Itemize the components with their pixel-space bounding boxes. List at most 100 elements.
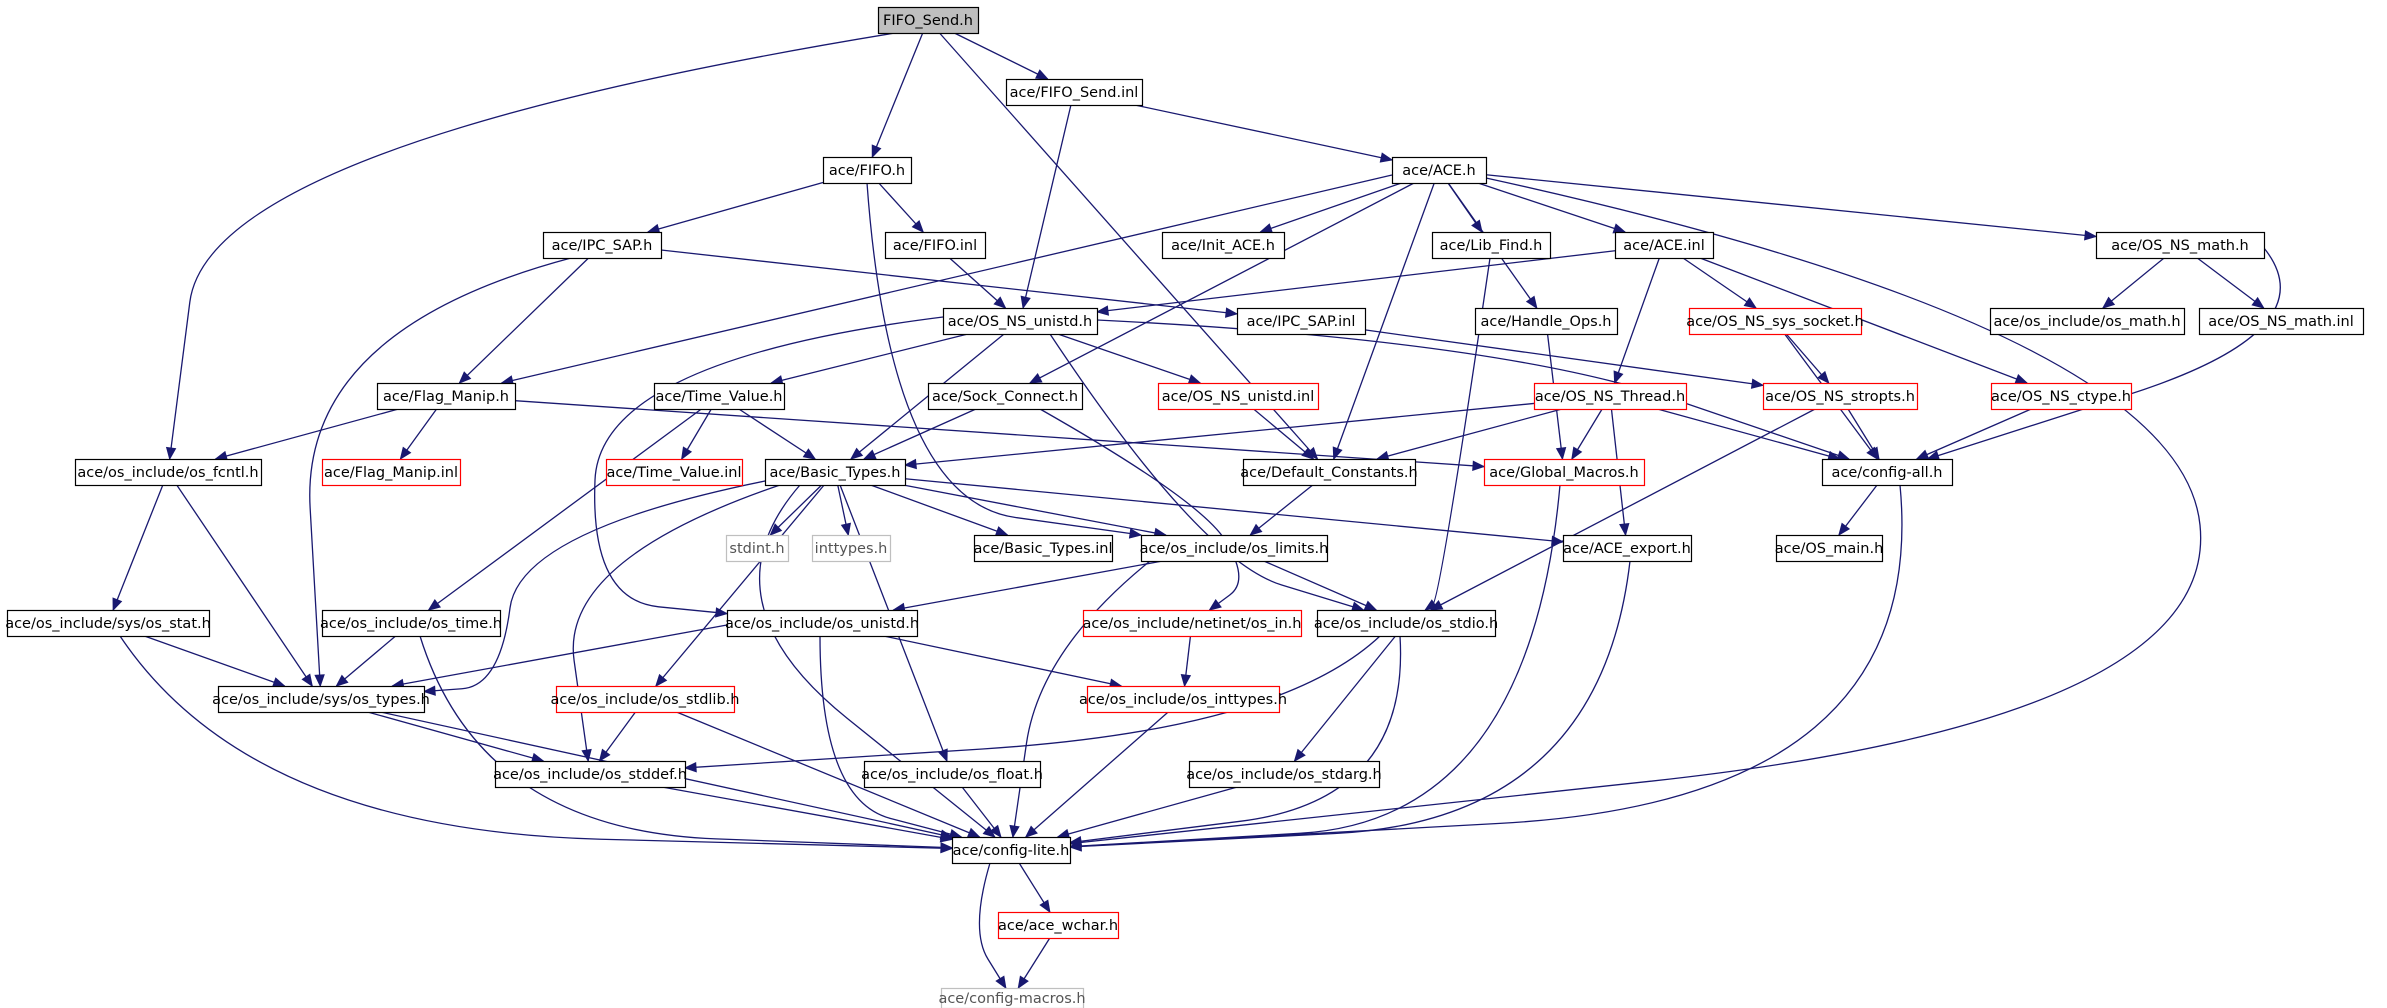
node-label[interactable]: ace/os_include/os_stdlib.h (551, 692, 740, 708)
node-lib-find-h[interactable]: ace/Lib_Find.h (1431, 231, 1552, 260)
node-label[interactable]: ace/os_include/os_float.h (861, 767, 1043, 783)
node-fifo-send-h[interactable]: FIFO_Send.h (877, 6, 980, 35)
node-label[interactable]: ace/OS_NS_unistd.h (948, 314, 1092, 330)
node-label[interactable]: ace/os_include/os_math.h (1993, 314, 2180, 330)
node-os-float-h[interactable]: ace/os_include/os_float.h (861, 760, 1043, 789)
node-box[interactable] (1188, 760, 1381, 789)
node-ace-h[interactable]: ace/ACE.h (1391, 156, 1488, 185)
node-stdint-h[interactable]: stdint.h (725, 534, 790, 563)
node-label[interactable]: ace/Global_Macros.h (1489, 465, 1638, 481)
node-box[interactable] (822, 156, 913, 185)
node-box[interactable] (321, 609, 502, 638)
node-label[interactable]: ace/OS_NS_math.inl (2208, 314, 2354, 330)
node-box[interactable] (1161, 231, 1286, 260)
node-box[interactable] (1562, 534, 1693, 563)
node-label[interactable]: ace/config-lite.h (953, 843, 1070, 859)
node-ace-wchar-h[interactable]: ace/ace_wchar.h (997, 911, 1120, 940)
node-label[interactable]: ace/IPC_SAP.inl (1247, 314, 1356, 330)
node-global-macros-h[interactable]: ace/Global_Macros.h (1483, 458, 1646, 487)
node-handle-ops-h[interactable]: ace/Handle_Ops.h (1474, 307, 1619, 336)
node-label[interactable]: ace/OS_NS_math.h (2111, 238, 2249, 254)
node-flag-manip-h[interactable]: ace/Flag_Manip.h (376, 382, 517, 411)
node-box[interactable] (942, 307, 1099, 336)
node-flag-manip-inl[interactable]: ace/Flag_Manip.inl (321, 458, 462, 487)
node-time-value-h[interactable]: ace/Time_Value.h (653, 382, 786, 411)
node-box[interactable] (1157, 382, 1320, 411)
node-fifo-h[interactable]: ace/FIFO.h (822, 156, 913, 185)
node-box[interactable] (877, 6, 980, 35)
node-time-value-inl[interactable]: ace/Time_Value.inl (605, 458, 744, 487)
node-sys-os-stat-h[interactable]: ace/os_include/sys/os_stat.h (5, 609, 211, 638)
node-init-ace-h[interactable]: ace/Init_ACE.h (1161, 231, 1286, 260)
node-os-stddef-h[interactable]: ace/os_include/os_stddef.h (493, 760, 687, 789)
node-os-ns-unistd-inl[interactable]: ace/OS_NS_unistd.inl (1157, 382, 1320, 411)
node-os-ns-stropts-h[interactable]: ace/OS_NS_stropts.h (1762, 382, 1919, 411)
node-ace-inl[interactable]: ace/ACE.inl (1614, 231, 1715, 260)
node-box[interactable] (542, 231, 663, 260)
node-os-stdarg-h[interactable]: ace/os_include/os_stdarg.h (1186, 760, 1382, 789)
node-label[interactable]: ace/Sock_Connect.h (932, 389, 1078, 405)
node-os-stdio-h[interactable]: ace/os_include/os_stdio.h (1314, 609, 1498, 638)
node-box[interactable] (1775, 534, 1884, 563)
node-label[interactable]: ace/OS_main.h (1775, 541, 1884, 557)
node-box[interactable] (951, 836, 1072, 865)
node-box[interactable] (973, 534, 1114, 563)
node-box[interactable] (1082, 609, 1303, 638)
node-label[interactable]: ace/ACE_export.h (1563, 541, 1691, 557)
node-box[interactable] (6, 609, 211, 638)
node-label[interactable]: ace/OS_NS_ctype.h (1991, 389, 2131, 405)
node-box[interactable] (1140, 534, 1329, 563)
node-box[interactable] (1316, 609, 1497, 638)
node-sys-os-types-h[interactable]: ace/os_include/sys/os_types.h (212, 685, 430, 714)
node-default-constants-h[interactable]: ace/Default_Constants.h (1240, 458, 1418, 487)
node-ipc-sap-inl[interactable]: ace/IPC_SAP.inl (1236, 307, 1367, 336)
node-label[interactable]: inttypes.h (815, 541, 888, 557)
node-label[interactable]: ace/os_include/sys/os_stat.h (5, 616, 211, 632)
node-inttypes-h[interactable]: inttypes.h (811, 534, 892, 563)
node-os-ns-thread-h[interactable]: ace/OS_NS_Thread.h (1533, 382, 1688, 411)
node-box[interactable] (1086, 685, 1281, 714)
node-label[interactable]: ace/Flag_Manip.h (383, 389, 509, 405)
node-label[interactable]: ace/Handle_Ops.h (1480, 314, 1611, 330)
node-os-main-h[interactable]: ace/OS_main.h (1775, 534, 1884, 563)
node-box[interactable] (997, 911, 1120, 940)
node-label[interactable]: ace/OS_NS_unistd.inl (1162, 389, 1315, 405)
node-basic-types-h[interactable]: ace/Basic_Types.h (764, 458, 907, 487)
node-label[interactable]: ace/Init_ACE.h (1171, 238, 1275, 254)
node-os-ns-ctype-h[interactable]: ace/OS_NS_ctype.h (1990, 382, 2133, 411)
node-fifo-send-inl[interactable]: ace/FIFO_Send.inl (1005, 78, 1144, 107)
node-box[interactable] (884, 231, 987, 260)
node-label[interactable]: ace/ACE.h (1402, 163, 1475, 179)
node-box[interactable] (1242, 458, 1417, 487)
node-label[interactable]: ace/os_include/os_stdio.h (1314, 616, 1498, 632)
node-os-inttypes-h[interactable]: ace/os_include/os_inttypes.h (1079, 685, 1287, 714)
node-config-macros-h[interactable]: ace/config-macros.h (938, 987, 1086, 1008)
node-label[interactable]: FIFO_Send.h (883, 13, 973, 29)
node-box[interactable] (74, 458, 263, 487)
node-box[interactable] (2198, 307, 2365, 336)
node-box[interactable] (863, 760, 1042, 789)
node-box[interactable] (217, 685, 426, 714)
node-box[interactable] (1990, 382, 2133, 411)
node-label[interactable]: ace/Time_Value.h (655, 389, 782, 405)
node-os-include-os-math-h[interactable]: ace/os_include/os_math.h (1989, 307, 2186, 336)
node-label[interactable]: ace/FIFO.inl (893, 238, 977, 254)
node-os-ns-unistd-h[interactable]: ace/OS_NS_unistd.h (942, 307, 1099, 336)
node-label[interactable]: ace/ACE.inl (1623, 238, 1704, 254)
node-label[interactable]: ace/config-all.h (1831, 465, 1942, 481)
node-label[interactable]: ace/os_include/os_fcntl.h (77, 465, 258, 481)
node-fifo-inl[interactable]: ace/FIFO.inl (884, 231, 987, 260)
node-label[interactable]: ace/OS_NS_stropts.h (1765, 389, 1915, 405)
node-box[interactable] (1483, 458, 1646, 487)
node-label[interactable]: ace/os_include/os_time.h (320, 616, 502, 632)
node-box[interactable] (555, 685, 736, 714)
node-box[interactable] (1474, 307, 1619, 336)
node-box[interactable] (376, 382, 517, 411)
node-config-lite-h[interactable]: ace/config-lite.h (951, 836, 1072, 865)
node-os-time-h[interactable]: ace/os_include/os_time.h (320, 609, 502, 638)
node-label[interactable]: ace/Basic_Types.h (770, 465, 901, 481)
node-box[interactable] (1821, 458, 1954, 487)
node-label[interactable]: ace/ace_wchar.h (998, 918, 1118, 934)
node-os-fcntl-h[interactable]: ace/os_include/os_fcntl.h (74, 458, 263, 487)
node-box[interactable] (1533, 382, 1688, 411)
